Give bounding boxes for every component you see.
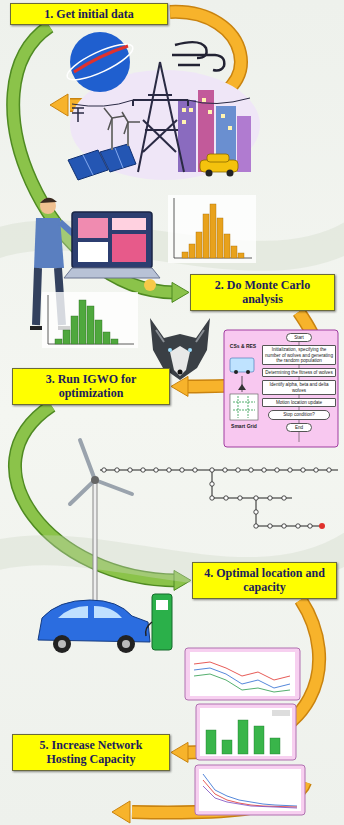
diagram-tag: Smart Grid [226,424,262,430]
step-label: 2. Do Monte Carlo analysis [197,278,328,307]
step-label: 1. Get initial data [17,7,161,21]
flowchart-step: Motion location update [262,398,336,407]
step-label-box: 5. Increase Network Hosting Capacity [12,734,170,771]
diagram-tag: CSs & RES [226,344,260,350]
step-label: 4. Optimal location and capacity [199,566,330,595]
step-label: 5. Increase Network Hosting Capacity [19,738,163,767]
orange-histogram [168,195,256,263]
network-ev-illustration [38,440,338,653]
arrow-head [171,742,188,762]
result-chart-panels [185,648,305,815]
step-label-box: 4. Optimal location and capacity [192,562,337,599]
step-label-box: 1. Get initial data [10,3,168,25]
step-label: 3. Run IGWO for optimization [19,372,163,401]
flowchart-step: Determining the fitness of wolves [262,368,336,377]
background-swirl [0,230,344,572]
flowchart-step: Initialization, specifying the number of… [262,345,336,365]
step-label-box: 2. Do Monte Carlo analysis [190,274,335,311]
flowchart-step: Stop condition? [268,410,330,419]
step-label-box: 3. Run IGWO for optimization [12,368,170,405]
energy-city-illustration [63,32,260,180]
arrow-head [172,282,189,302]
green-histogram [42,292,138,348]
cycle-arrow [171,600,319,763]
flowchart-step: Start [286,333,312,342]
flowchart-step: Identify alpha, beta and delta wolves [262,380,336,395]
flowchart-step: End [286,423,312,432]
wolf-and-flowchart [150,318,338,447]
monte-carlo-illustration [30,195,256,348]
